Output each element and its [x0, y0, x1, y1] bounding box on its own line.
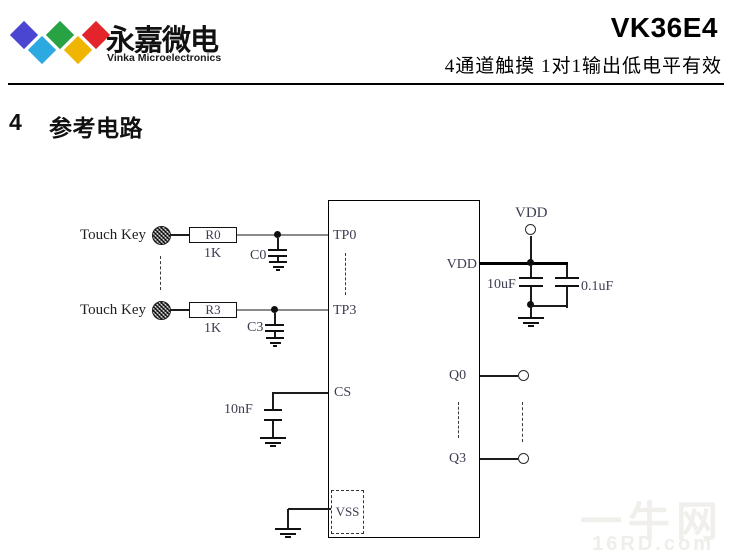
cap-c0-stem [277, 238, 279, 249]
touch-key-label-0: Touch Key [80, 227, 147, 243]
resistor-r0-value: 1K [204, 246, 222, 261]
vss-pin-box: VSS [331, 490, 364, 534]
cap-bulk-plate-bottom [519, 285, 543, 287]
junction-dot-c3 [271, 306, 278, 313]
ellipsis-touch-keys [160, 256, 161, 290]
brand-name-en: Vinka Microelectronics [107, 52, 222, 64]
cap-bulk-stem2 [530, 287, 532, 306]
ellipsis-tp-pins [345, 253, 346, 295]
resistor-r3-value: 1K [204, 321, 222, 336]
wire-pad3-r3 [170, 309, 189, 311]
wire-vss-v [287, 509, 289, 528]
watermark-line2: 16RD.com [592, 533, 714, 555]
pin-label-tp3: TP3 [333, 303, 357, 318]
ellipsis-q-pins-inner [458, 402, 459, 438]
cap-c3-stem2 [274, 332, 276, 337]
q0-terminal-circle [518, 370, 529, 381]
pin-label-vdd: VDD [446, 257, 477, 272]
cap-bypass-plate-bottom [555, 285, 579, 287]
cap-bypass-plate-top [555, 277, 579, 279]
cap-cs-plate-top [264, 409, 282, 411]
wire-r3-tp3 [237, 309, 328, 311]
cap-bypass-stem2 [566, 287, 568, 308]
resistor-r0: R0 [189, 227, 237, 243]
pin-label-q3: Q3 [449, 451, 467, 466]
header-rule [8, 83, 724, 85]
cap-c0-stem2 [277, 257, 279, 261]
cap-cs-plate-bottom [264, 419, 282, 421]
wire-vdd-rail [480, 262, 568, 265]
pin-label-tp0: TP0 [333, 228, 357, 243]
wire-vdd-gnd-stem [530, 307, 532, 317]
ground-symbol-vss [275, 528, 301, 540]
ic-body [328, 200, 480, 538]
cap-c0-plate-bottom [268, 255, 287, 257]
pin-label-cs: CS [334, 385, 352, 400]
resistor-r3-name: R3 [205, 302, 221, 317]
q3-terminal-circle [518, 453, 529, 464]
part-subtitle: 4通道触摸 1对1输出低电平有效 [444, 56, 722, 77]
cap-bypass-stem [566, 265, 568, 277]
cap-c3-plate-bottom [265, 330, 284, 332]
wire-q0 [480, 375, 518, 377]
wire-caps-bottom [531, 305, 567, 307]
part-number: VK36E4 [610, 12, 718, 43]
cap-c3-plate-top [265, 324, 284, 326]
cap-bulk-label: 10uF [487, 277, 516, 292]
brand-name-cn: 永嘉微电 [106, 25, 219, 57]
ground-symbol-c0 [269, 261, 287, 273]
vdd-terminal-circle [525, 224, 536, 235]
cap-bulk-stem [530, 265, 532, 277]
ground-symbol-cs [260, 437, 286, 449]
touch-key-label-3: Touch Key [80, 302, 147, 318]
wire-vss-h [288, 508, 331, 510]
cap-cs-label: 10nF [224, 402, 253, 417]
section-number: 4 [9, 109, 22, 135]
junction-dot-vdd-top [527, 259, 534, 266]
ground-symbol-vdd [518, 317, 544, 329]
wire-cs-v [272, 393, 274, 410]
cap-bypass-label: 0.1uF [581, 279, 614, 294]
ellipsis-q-pins-outer [522, 402, 523, 442]
touch-pad-icon-3 [152, 301, 171, 320]
cap-c3-stem [274, 313, 276, 324]
cap-c0-plate-top [268, 249, 287, 251]
vdd-net-label: VDD [515, 205, 548, 221]
junction-dot-vdd-bottom [527, 301, 534, 308]
ground-symbol-c3 [266, 337, 284, 349]
wire-pad0-r0 [170, 234, 189, 236]
resistor-r3: R3 [189, 302, 237, 318]
resistor-r0-name: R0 [205, 227, 221, 242]
watermark-line1: 一牛网 [579, 498, 724, 545]
wire-q3 [480, 458, 518, 460]
cap-bulk-plate-top [519, 277, 543, 279]
pin-label-vss: VSS [335, 504, 360, 519]
cap-cs-stem2 [272, 421, 274, 437]
wire-cs-h [272, 392, 328, 394]
junction-dot-c0 [274, 231, 281, 238]
pin-label-q0: Q0 [449, 368, 467, 383]
wire-r0-tp0 [237, 234, 328, 236]
wire-vdd-terminal [530, 236, 532, 263]
section-title: 参考电路 [49, 115, 143, 141]
cap-c3-label: C3 [247, 320, 264, 335]
touch-pad-icon-0 [152, 226, 171, 245]
cap-c0-label: C0 [250, 248, 267, 263]
